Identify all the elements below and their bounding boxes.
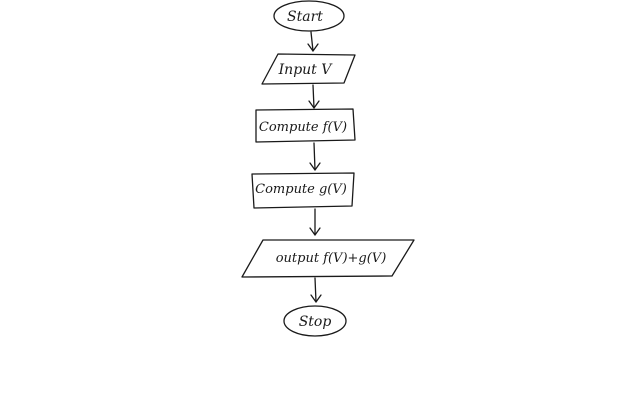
compute-g-node: Compute g(V) [251,172,355,209]
compute-g-node-shape [251,172,355,209]
edge-compute-g-to-output [309,208,321,236]
stop-node: Stop [283,305,347,337]
output-node-shape [241,239,415,278]
arrowhead-icon [309,162,321,171]
compute-f-node-label: Compute f(V) [259,120,347,135]
edge-output-to-stop [310,277,322,303]
edge-line [313,142,316,171]
compute-f-node: Compute f(V) [255,108,356,143]
compute-g-node-label: Compute g(V) [255,182,347,197]
start-node-label: Start [287,9,323,25]
output-node-label: output f(V)+g(V) [276,251,387,266]
start-node-shape [273,0,345,32]
edge-line [314,277,317,303]
arrowhead-icon [310,294,322,303]
stop-node-label: Stop [299,314,332,330]
start-node: Start [273,0,345,32]
edge-compute-f-to-compute-g [309,142,321,171]
input-node-label: Input V [278,62,334,78]
compute-f-node-shape [255,108,356,143]
output-node: output f(V)+g(V) [241,239,415,278]
input-node-shape [261,53,356,85]
edge-start-to-input [307,31,319,52]
input-node: Input V [261,53,356,85]
stop-node-shape [283,305,347,337]
edge-input-to-compute-f [308,84,320,109]
edge-line [310,31,314,52]
arrowhead-icon [307,43,319,52]
arrowhead-icon [308,100,320,109]
arrowhead-icon [309,227,321,236]
edge-line [312,84,315,109]
